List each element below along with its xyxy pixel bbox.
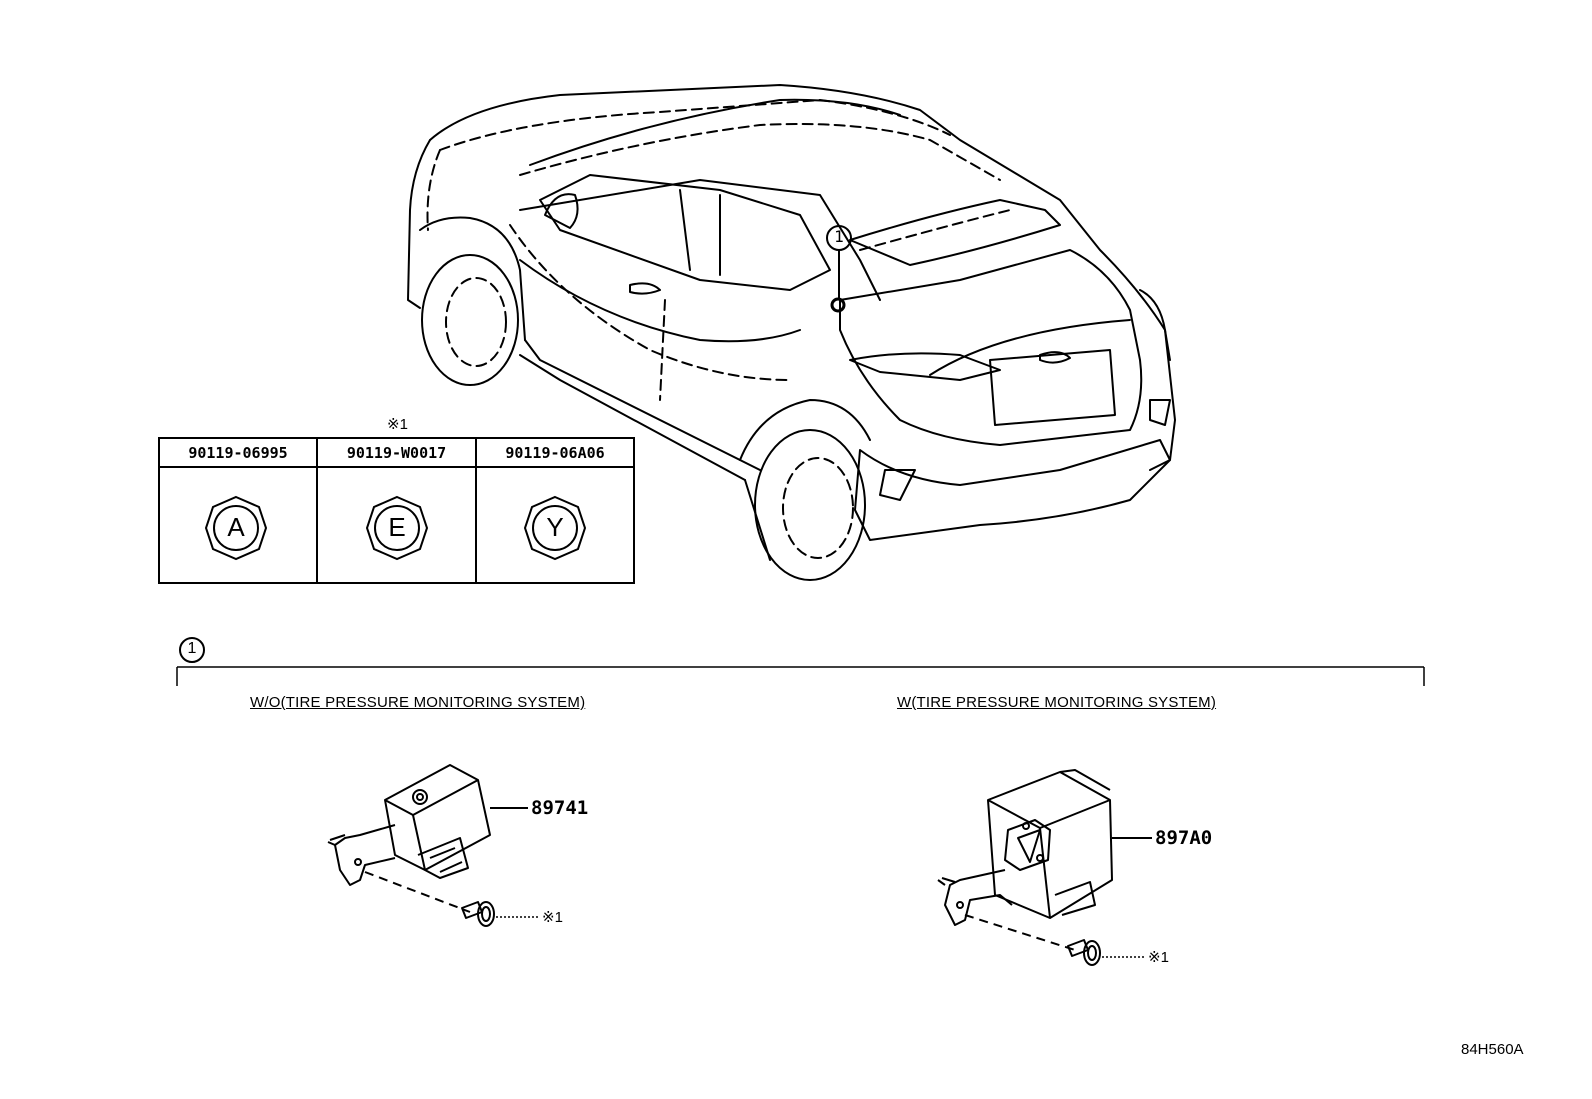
- car-window-pillar: [679, 189, 691, 271]
- table-header-3: 90119-06A06: [505, 444, 605, 462]
- screw-hole-icon: [412, 789, 428, 805]
- car-front-wheel-inner: [445, 277, 507, 367]
- car-side-top: [519, 179, 881, 301]
- bolt-mark-left: ※1: [542, 909, 563, 926]
- part-number-89741: 89741: [531, 797, 589, 819]
- car-tail-light: [849, 352, 1001, 381]
- car-rear-window: [849, 199, 1061, 266]
- car-roof-dashed: [439, 99, 951, 151]
- car-bumper-vent-2: [1149, 399, 1171, 426]
- table-header-2: 90119-W0017: [346, 444, 447, 462]
- car-side-lower-2: [519, 354, 746, 481]
- car-plate: [989, 349, 1116, 426]
- car-rear-wheel-inner: [782, 457, 854, 559]
- car-door-line: [659, 299, 666, 401]
- table-header-1: 90119-06995: [188, 444, 288, 462]
- hex-letter-y: Y: [546, 512, 564, 542]
- car-front-2: [426, 149, 441, 231]
- hex-letter-a: A: [227, 512, 245, 542]
- part-number-897A0: 897A0: [1155, 827, 1213, 849]
- car-side-crease-2: [509, 224, 791, 381]
- hex-icon-y: [523, 495, 587, 561]
- car-callout-dot: [830, 297, 846, 313]
- car-side-window: [539, 174, 831, 291]
- bolt-mark-right: ※1: [1148, 949, 1169, 966]
- car-mirror: [544, 193, 579, 229]
- variant-right-label: W(TIRE PRESSURE MONITORING SYSTEM): [897, 694, 1217, 711]
- table-note-mark: ※1: [387, 416, 408, 433]
- car-front: [407, 139, 431, 309]
- car-front-arch: [419, 216, 526, 341]
- car-front-wheel: [421, 254, 519, 386]
- car-roof-outline: [429, 84, 1171, 361]
- variant-left-label: W/O(TIRE PRESSURE MONITORING SYSTEM): [250, 694, 586, 711]
- hex-icon-e: [365, 495, 429, 561]
- car-rear-window-dashed: [859, 209, 1011, 251]
- car-hatch-line: [929, 319, 1131, 376]
- car-bumper-vent: [879, 469, 916, 501]
- car-roof-rail: [529, 98, 901, 166]
- car-rear-corner: [1139, 289, 1176, 471]
- hex-letter-e: E: [388, 512, 406, 542]
- diagram-code: 84H560A: [1461, 1041, 1524, 1058]
- car-rear-bumper: [854, 439, 1171, 541]
- car-callout-label: 1: [834, 227, 844, 246]
- car-roof-rail-2: [519, 123, 1001, 181]
- car-door-handle: [629, 282, 661, 295]
- car-emblem: [1039, 351, 1071, 364]
- car-underbody: [744, 479, 771, 561]
- car-side-lower: [524, 339, 761, 471]
- detail-ref-label: 1: [187, 640, 197, 657]
- car-rear-arch: [739, 399, 871, 461]
- car-rear-hatch: [839, 249, 1143, 446]
- hex-icon-a: [204, 495, 268, 561]
- car-rear-wheel: [754, 429, 866, 581]
